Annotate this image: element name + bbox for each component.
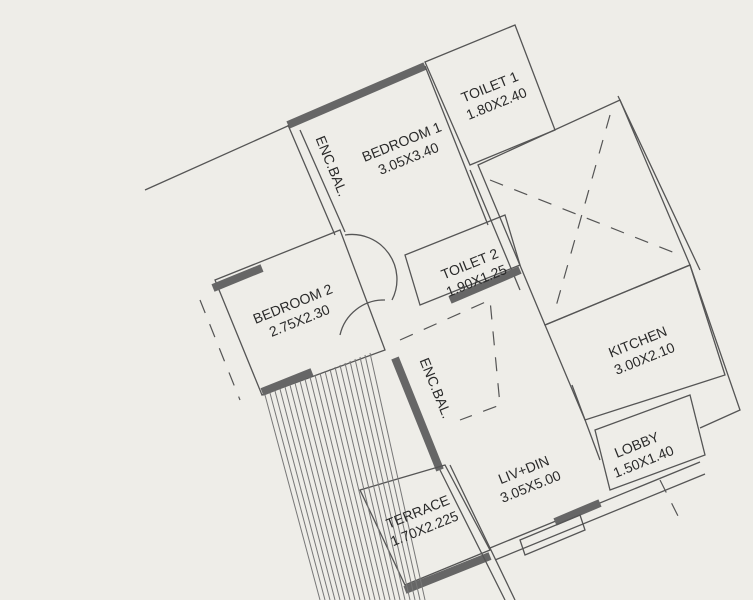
hatch-line bbox=[339, 364, 396, 600]
walls bbox=[144, 24, 741, 600]
room-enc-bal-2: ENC.BAL. bbox=[417, 355, 456, 420]
hatch-line bbox=[304, 378, 361, 600]
hatch-line bbox=[364, 354, 421, 600]
hatch-line bbox=[369, 352, 426, 600]
hatch-line bbox=[359, 356, 416, 600]
hatch-line bbox=[279, 388, 336, 600]
hatch-line bbox=[299, 380, 356, 600]
hatch-line bbox=[329, 368, 386, 600]
room-toilet-1: TOILET 1 1.80X2.40 bbox=[459, 68, 529, 123]
hatch-line bbox=[324, 370, 381, 600]
room-name: ENC.BAL. bbox=[313, 133, 352, 198]
hatch-line bbox=[334, 366, 391, 600]
hatch-line bbox=[269, 392, 326, 600]
hatch-line bbox=[319, 372, 376, 600]
terrace-hatch bbox=[264, 352, 426, 600]
room-enc-bal-1: ENC.BAL. bbox=[313, 133, 352, 198]
room-kitchen: KITCHEN 3.00X2.10 bbox=[606, 323, 677, 378]
hatch-line bbox=[289, 384, 346, 600]
hatch-line bbox=[274, 390, 331, 600]
room-terrace: TERRACE 1.70X2.225 bbox=[384, 492, 461, 549]
hatch-line bbox=[344, 362, 401, 600]
room-lobby: LOBBY 1.50X1.40 bbox=[611, 428, 676, 480]
room-bedroom-1: BEDROOM 1 3.05X3.40 bbox=[360, 118, 444, 177]
room-liv-din: LIV+DIN 3.05X5.00 bbox=[496, 452, 563, 505]
hatch-line bbox=[309, 376, 366, 600]
room-name: ENC.BAL. bbox=[417, 355, 456, 420]
hatch-line bbox=[294, 382, 351, 600]
hatch-line bbox=[354, 358, 411, 600]
hatch-line bbox=[264, 394, 321, 600]
hatch-line bbox=[284, 386, 341, 600]
hatch-line bbox=[314, 374, 371, 600]
hatch-line bbox=[349, 360, 406, 600]
room-bedroom-2: BEDROOM 2 2.75X2.30 bbox=[251, 280, 335, 339]
